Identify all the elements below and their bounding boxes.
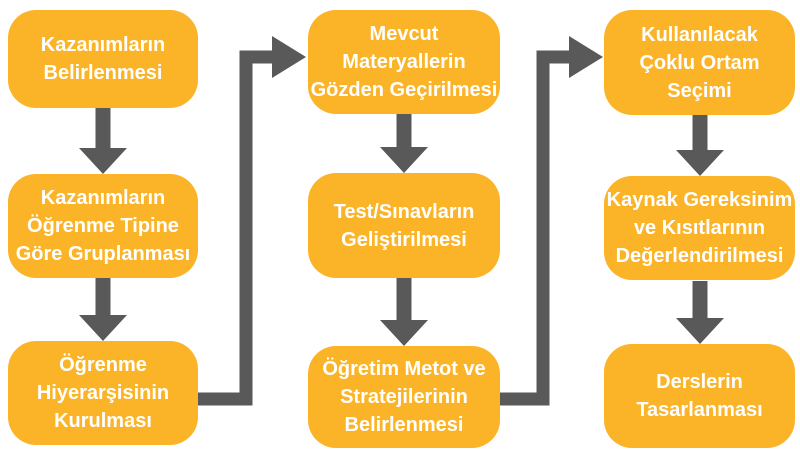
elbow-arrow-icon [198, 36, 306, 406]
flow-step-8: Kaynak Gereksinim ve Kısıtlarının Değerl… [604, 176, 795, 280]
flow-step-1: Kazanımların Belirlenmesi [8, 10, 198, 108]
flow-step-5: Test/Sınavların Geliştirilmesi [308, 173, 500, 278]
arrow-down-icon [79, 278, 127, 341]
flow-step-4: Mevcut Materyallerin Gözden Geçirilmesi [308, 10, 500, 114]
flow-step-9: Derslerin Tasarlanması [604, 344, 795, 448]
arrow-down-icon [676, 281, 724, 344]
flow-step-3: Öğrenme Hiyerarşisinin Kurulması [8, 341, 198, 445]
arrow-down-icon [380, 114, 428, 173]
flow-step-2: Kazanımların Öğrenme Tipine Göre Gruplan… [8, 174, 198, 278]
arrow-down-icon [79, 108, 127, 174]
flow-step-6: Öğretim Metot ve Stratejilerinin Belirle… [308, 346, 500, 448]
elbow-arrow-icon [495, 36, 603, 406]
flow-step-7: Kullanılacak Çoklu Ortam Seçimi [604, 10, 795, 115]
arrow-down-icon [380, 278, 428, 346]
arrow-down-icon [676, 115, 724, 176]
